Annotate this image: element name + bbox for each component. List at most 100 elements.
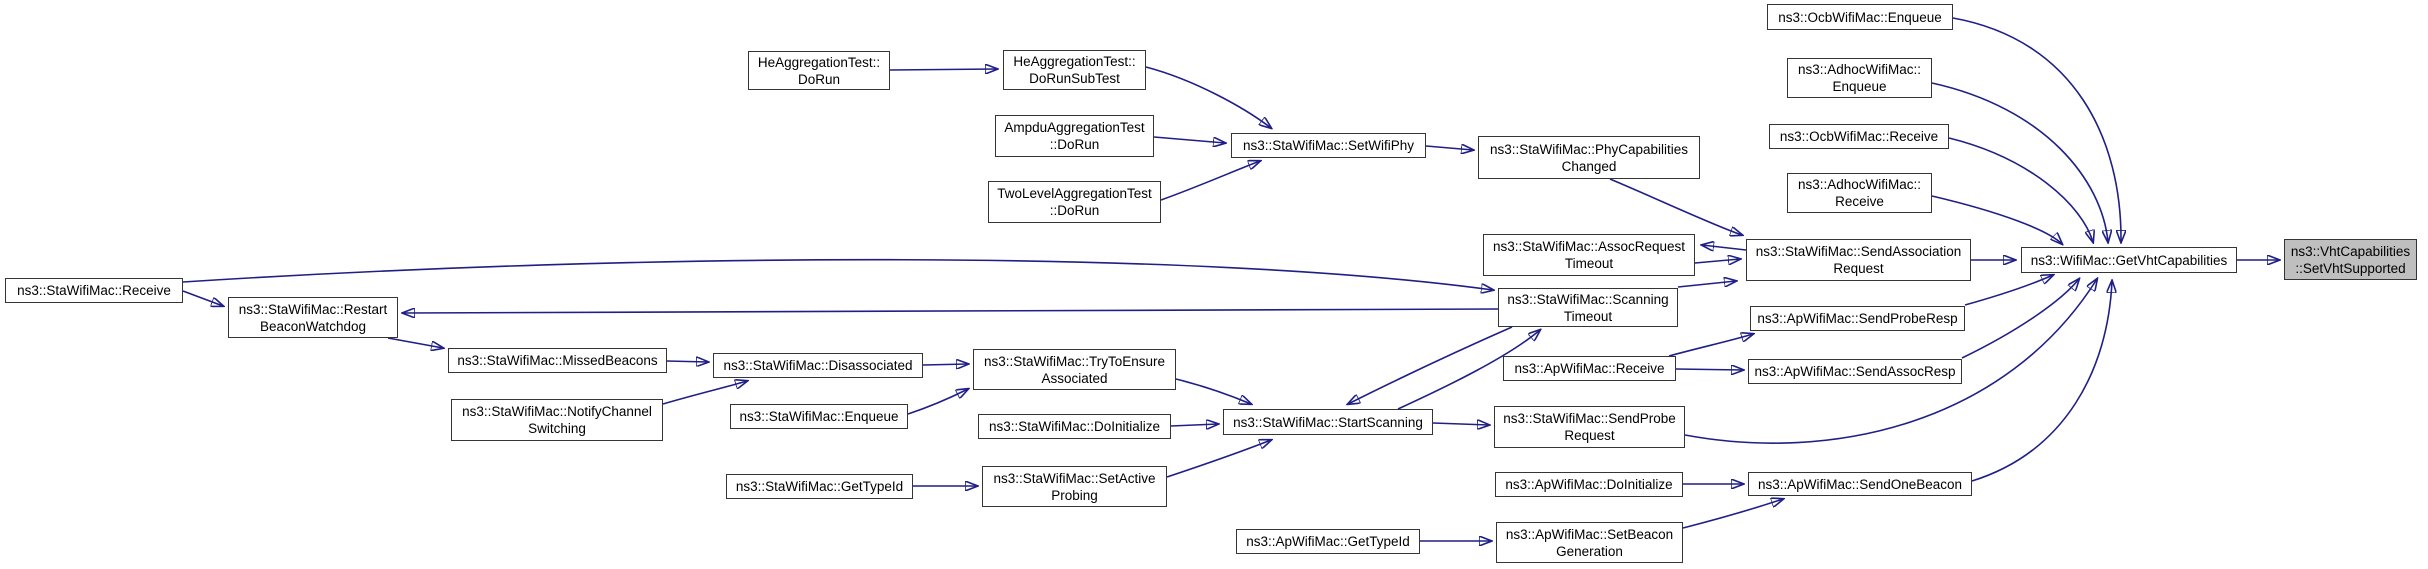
- edge-start-scanning-to-send-probe-request: [1432, 423, 1489, 425]
- node-ap-wifi-mac-send-probe-resp[interactable]: ns3::ApWifiMac::SendProbeResp: [1750, 306, 1965, 331]
- edge-missed-beacons-to-disassociated: [666, 361, 708, 362]
- node-label-line: ns3::StaWifiMac::SendAssociation: [1755, 244, 1962, 259]
- node-ocb-wifi-mac-receive[interactable]: ns3::OcbWifiMac::Receive: [1769, 124, 1949, 149]
- node-ocb-wifi-mac-enqueue[interactable]: ns3::OcbWifiMac::Enqueue: [1767, 4, 1953, 30]
- node-label-line: ns3::StaWifiMac::SetActive: [993, 470, 1156, 486]
- edge-start-scanning-to-scanning-timeout: [1397, 330, 1540, 410]
- node-ap-wifi-mac-do-initialize[interactable]: ns3::ApWifiMac::DoInitialize: [1495, 472, 1683, 497]
- edge-send-assoc-resp-to-get-vht: [1961, 279, 2079, 359]
- node-label-line: ns3::ApWifiMac::SetBeacon: [1505, 526, 1674, 542]
- node-label-line: HeAggregationTest::: [1013, 54, 1136, 69]
- node-label-line: ::SetVhtSupported: [2295, 260, 2406, 276]
- node-label-line: ns3::OcbWifiMac::Receive: [1779, 129, 1939, 144]
- node-adhoc-wifi-mac-enqueue[interactable]: ns3::AdhocWifiMac:: Enqueue: [1787, 58, 1932, 98]
- node-wifi-mac-get-vht-capabilities[interactable]: ns3::WifiMac::GetVhtCapabilities: [2021, 247, 2237, 273]
- node-label-line: ns3::WifiMac::GetVhtCapabilities: [2030, 252, 2228, 268]
- node-label-line: Request: [1833, 261, 1884, 276]
- node-sta-wifi-mac-get-type-id[interactable]: ns3::StaWifiMac::GetTypeId: [726, 474, 913, 499]
- edge-sta-receive-to-restart-beacon-watchdog: [182, 290, 223, 306]
- edge-ocb-receive-to-get-vht: [1948, 137, 2093, 242]
- edge-disassociated-to-try-to-ensure-associated: [922, 364, 968, 365]
- node-sta-wifi-mac-do-initialize[interactable]: ns3::StaWifiMac::DoInitialize: [978, 414, 1171, 439]
- node-ap-wifi-mac-get-type-id[interactable]: ns3::ApWifiMac::GetTypeId: [1236, 529, 1420, 554]
- node-sta-wifi-mac-phy-capabilities-changed[interactable]: ns3::StaWifiMac::PhyCapabilities Changed: [1478, 136, 1700, 179]
- node-two-level-aggregation-test-do-run[interactable]: TwoLevelAggregationTest ::DoRun: [988, 181, 1161, 223]
- edge-ampdu-do-run-to-set-wifi-phy: [1153, 136, 1225, 143]
- edge-send-probe-resp-to-get-vht: [1964, 275, 2053, 306]
- node-sta-wifi-mac-send-association-request[interactable]: ns3::StaWifiMac::SendAssociation Request: [1746, 239, 1971, 281]
- node-label-line: ns3::ApWifiMac::SendProbeResp: [1757, 311, 1958, 326]
- node-sta-wifi-mac-assoc-request-timeout[interactable]: ns3::StaWifiMac::AssocRequest Timeout: [1483, 234, 1695, 276]
- node-adhoc-wifi-mac-receive[interactable]: ns3::AdhocWifiMac:: Receive: [1787, 173, 1932, 213]
- node-sta-wifi-mac-disassociated[interactable]: ns3::StaWifiMac::Disassociated: [713, 353, 923, 378]
- node-he-aggregation-test-do-run[interactable]: HeAggregationTest:: DoRun: [748, 51, 890, 90]
- edge-adhoc-receive-to-get-vht: [1931, 195, 2062, 244]
- edge-send-association-request-to-assoc-request-timeout: [1702, 245, 1747, 250]
- node-label-line: ns3::AdhocWifiMac::: [1797, 62, 1922, 77]
- node-sta-wifi-mac-missed-beacons[interactable]: ns3::StaWifiMac::MissedBeacons: [448, 348, 667, 373]
- node-ampdu-aggregation-test-do-run[interactable]: AmpduAggregationTest ::DoRun: [995, 115, 1154, 157]
- node-label-line: DoRun: [797, 71, 841, 87]
- node-ap-wifi-mac-send-one-beacon[interactable]: ns3::ApWifiMac::SendOneBeacon: [1748, 472, 1972, 496]
- edge-two-level-do-run-to-set-wifi-phy: [1160, 161, 1260, 201]
- node-label-line: Probing: [1051, 487, 1098, 503]
- node-sta-wifi-mac-send-probe-request[interactable]: ns3::StaWifiMac::SendProbe Request: [1494, 406, 1685, 448]
- node-ap-wifi-mac-send-assoc-resp[interactable]: ns3::ApWifiMac::SendAssocResp: [1748, 359, 1962, 384]
- node-label-line: ns3::ApWifiMac::GetTypeId: [1246, 534, 1410, 549]
- edge-sta-enqueue-to-try-to-ensure-associated: [907, 389, 968, 415]
- edge-adhoc-enqueue-to-get-vht: [1931, 82, 2108, 242]
- edge-send-one-beacon-to-get-vht: [1971, 281, 2112, 482]
- node-label-line: Receive: [1835, 194, 1884, 209]
- node-sta-wifi-mac-restart-beacon-watchdog[interactable]: ns3::StaWifiMac::Restart BeaconWatchdog: [228, 297, 398, 338]
- edge-try-to-ensure-associated-to-start-scanning: [1175, 378, 1251, 404]
- node-label-line: AmpduAggregationTest: [1004, 120, 1145, 135]
- node-label-line: ns3::OcbWifiMac::Enqueue: [1778, 9, 1942, 25]
- node-label-line: ns3::ApWifiMac::SendOneBeacon: [1757, 476, 1963, 492]
- node-label-line: ns3::ApWifiMac::Receive: [1514, 361, 1665, 376]
- edge-ap-receive-to-send-assoc-resp: [1675, 369, 1743, 370]
- node-label-line: ns3::StaWifiMac::SetWifiPhy: [1242, 138, 1415, 153]
- node-label-line: ns3::StaWifiMac::MissedBeacons: [457, 353, 658, 368]
- node-label-line: ::DoRun: [1049, 137, 1100, 152]
- node-label-line: ns3::StaWifiMac::SendProbe: [1503, 411, 1676, 426]
- node-label-line: ns3::StaWifiMac::Receive: [17, 283, 171, 298]
- node-he-aggregation-test-do-run-sub-test[interactable]: HeAggregationTest:: DoRunSubTest: [1003, 50, 1146, 90]
- node-label-line: ns3::StaWifiMac::Enqueue: [739, 409, 899, 424]
- edge-set-beacon-generation-to-send-one-beacon: [1682, 499, 1783, 529]
- node-label-line: Associated: [1041, 370, 1108, 386]
- node-ap-wifi-mac-receive[interactable]: ns3::ApWifiMac::Receive: [1503, 356, 1676, 381]
- node-label-line: ns3::StaWifiMac::GetTypeId: [735, 479, 904, 494]
- edge-do-run-sub-test-to-set-wifi-phy: [1145, 66, 1271, 128]
- node-label-line: Timeout: [1563, 308, 1613, 324]
- edge-scanning-timeout-to-restart-beacon-watchdog: [403, 309, 1499, 313]
- node-sta-wifi-mac-enqueue[interactable]: ns3::StaWifiMac::Enqueue: [730, 404, 908, 429]
- node-ap-wifi-mac-set-beacon-generation[interactable]: ns3::ApWifiMac::SetBeacon Generation: [1496, 522, 1683, 563]
- node-label-line: Switching: [528, 421, 586, 436]
- node-sta-wifi-mac-notify-channel-switching[interactable]: ns3::StaWifiMac::NotifyChannel Switching: [451, 399, 663, 441]
- node-label-line: ns3::StaWifiMac::Disassociated: [723, 358, 913, 373]
- node-label-line: ns3::ApWifiMac::SendAssocResp: [1754, 364, 1956, 379]
- edge-sta-receive-to-scanning-timeout: [182, 258, 1493, 290]
- node-label-line: DoRunSubTest: [1029, 71, 1120, 86]
- node-label-line: ns3::StaWifiMac::PhyCapabilities: [1489, 141, 1689, 157]
- node-label-line: ns3::StaWifiMac::DoInitialize: [988, 419, 1161, 434]
- edge-phy-capabilities-changed-to-send-association-request: [1609, 178, 1742, 235]
- node-sta-wifi-mac-scanning-timeout[interactable]: ns3::StaWifiMac::Scanning Timeout: [1498, 288, 1678, 327]
- node-label-line: ns3::StaWifiMac::Scanning: [1507, 291, 1669, 307]
- node-sta-wifi-mac-try-to-ensure-associated[interactable]: ns3::StaWifiMac::TryToEnsure Associated: [973, 349, 1176, 390]
- node-sta-wifi-mac-start-scanning[interactable]: ns3::StaWifiMac::StartScanning: [1223, 409, 1433, 435]
- edge-scanning-timeout-to-send-association-request: [1677, 281, 1736, 288]
- edge-set-active-probing-to-start-scanning: [1166, 440, 1271, 478]
- edge-set-wifi-phy-to-phy-capabilities-changed: [1425, 146, 1473, 150]
- node-sta-wifi-mac-set-wifi-phy[interactable]: ns3::StaWifiMac::SetWifiPhy: [1231, 133, 1426, 158]
- node-sta-wifi-mac-set-active-probing[interactable]: ns3::StaWifiMac::SetActive Probing: [982, 466, 1167, 507]
- edge-he-do-run-to-do-run-sub-test: [889, 69, 997, 70]
- node-label-line: ::DoRun: [1049, 203, 1100, 218]
- node-label-line: ns3::VhtCapabilities: [2290, 243, 2411, 259]
- node-label-line: Request: [1564, 428, 1615, 443]
- node-label-line: ns3::ApWifiMac::DoInitialize: [1505, 477, 1673, 492]
- node-label-line: ns3::AdhocWifiMac::: [1797, 177, 1922, 192]
- node-sta-wifi-mac-receive[interactable]: ns3::StaWifiMac::Receive: [5, 278, 183, 303]
